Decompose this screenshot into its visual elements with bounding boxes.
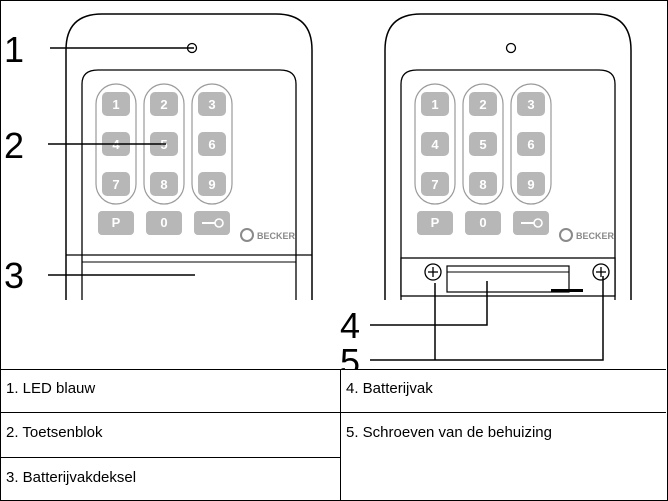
legend-item-battery-cover: 3. Batterijvakdeksel xyxy=(6,469,137,486)
housing-outline xyxy=(384,13,632,300)
legend-item-keypad: 2. Toetsenblok xyxy=(6,424,103,441)
key-p-label: P xyxy=(431,215,440,230)
callout-line-4 xyxy=(370,281,488,326)
key-column-2 xyxy=(462,83,504,205)
legend-item-battery-compartment: 4. Batterijvak xyxy=(346,380,433,397)
key-1 xyxy=(421,92,449,116)
battery-slot xyxy=(446,265,570,293)
key-label-4: 4 xyxy=(431,137,439,152)
key-column-1 xyxy=(414,83,456,205)
key-lock-icon-ring xyxy=(533,218,543,228)
key-3 xyxy=(517,92,545,116)
legend-column-divider xyxy=(340,369,341,500)
key-9 xyxy=(198,172,226,196)
key-label-1: 1 xyxy=(112,97,119,112)
key-0-label: 0 xyxy=(479,215,486,230)
key-0-label: 0 xyxy=(160,215,167,230)
legend-row-divider-1 xyxy=(0,412,666,413)
legend-item-led: 1. LED blauw xyxy=(6,380,96,397)
key-label-6: 6 xyxy=(527,137,534,152)
key-column-3 xyxy=(191,83,233,205)
led-indicator xyxy=(505,42,517,54)
key-label-9: 9 xyxy=(208,177,215,192)
keypad-panel xyxy=(81,69,297,300)
legend-item-housing-screws: 5. Schroeven van de behuizing xyxy=(346,424,552,441)
key-4 xyxy=(421,132,449,156)
becker-logo-icon xyxy=(559,228,573,242)
becker-logo-text: BECKER xyxy=(576,231,615,241)
key-0 xyxy=(146,211,182,235)
legend-row-divider-2 xyxy=(0,457,340,458)
key-label-3: 3 xyxy=(208,97,215,112)
becker-logo-text: BECKER xyxy=(257,231,296,241)
key-p xyxy=(98,211,134,235)
housing-outline xyxy=(65,13,313,300)
callout-number-5: 5 xyxy=(340,341,360,369)
key-6 xyxy=(198,132,226,156)
key-8 xyxy=(469,172,497,196)
battery-contact xyxy=(551,289,583,292)
key-label-7: 7 xyxy=(431,177,438,192)
key-label-2: 2 xyxy=(479,97,486,112)
key-label-8: 8 xyxy=(479,177,486,192)
key-p-label: P xyxy=(112,215,121,230)
key-lock-icon-ring xyxy=(214,218,224,228)
key-label-7: 7 xyxy=(112,177,119,192)
legend-top-border xyxy=(0,369,666,370)
key-label-8: 8 xyxy=(160,177,167,192)
key-5 xyxy=(469,132,497,156)
callout-line-5 xyxy=(370,276,604,361)
key-8 xyxy=(150,172,178,196)
key-label-1: 1 xyxy=(431,97,438,112)
key-9 xyxy=(517,172,545,196)
key-label-9: 9 xyxy=(527,177,534,192)
callout-number-1: 1 xyxy=(4,29,24,70)
callout-number-4: 4 xyxy=(340,305,360,346)
key-2 xyxy=(469,92,497,116)
key-label-6: 6 xyxy=(208,137,215,152)
key-7 xyxy=(421,172,449,196)
keypad-panel xyxy=(400,69,616,300)
key-label-2: 2 xyxy=(160,97,167,112)
key-6 xyxy=(517,132,545,156)
key-1 xyxy=(102,92,130,116)
key-3 xyxy=(198,92,226,116)
key-7 xyxy=(102,172,130,196)
becker-logo-icon xyxy=(240,228,254,242)
key-label-5: 5 xyxy=(479,137,486,152)
key-label-3: 3 xyxy=(527,97,534,112)
key-2 xyxy=(150,92,178,116)
callout-number-3: 3 xyxy=(4,255,24,296)
key-column-3 xyxy=(510,83,552,205)
key-p xyxy=(417,211,453,235)
key-0 xyxy=(465,211,501,235)
callout-number-2: 2 xyxy=(4,125,24,166)
